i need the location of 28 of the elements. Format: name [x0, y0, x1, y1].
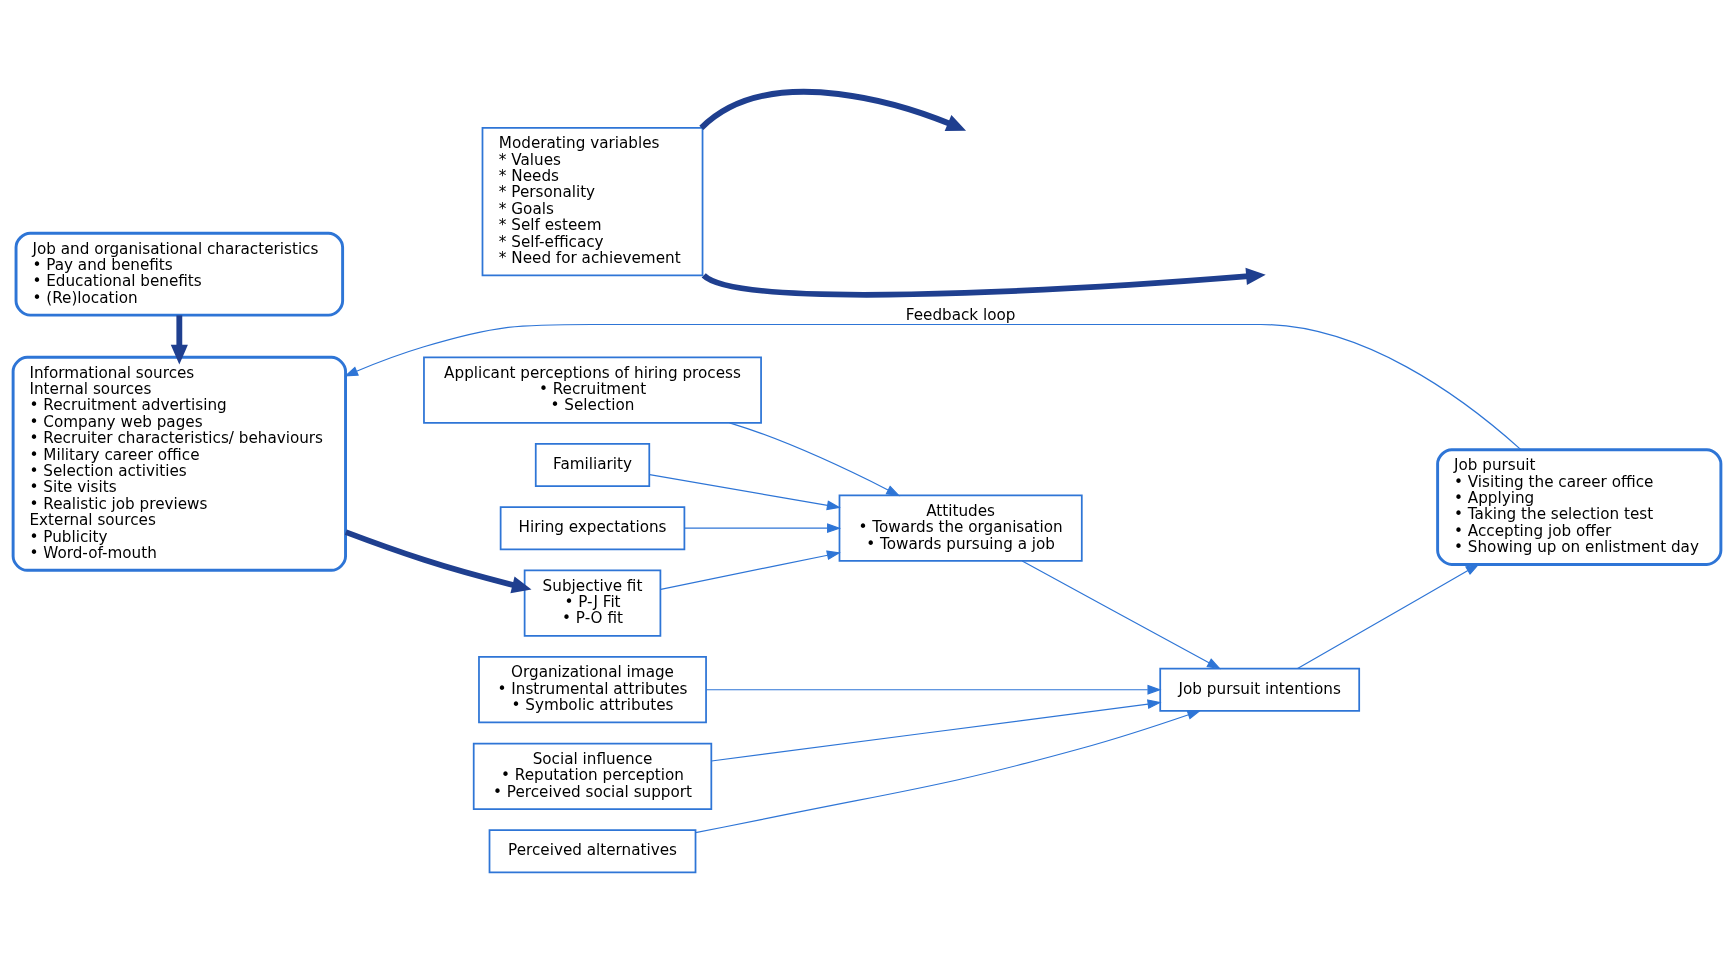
arrow	[660, 550, 841, 590]
arrow	[649, 474, 841, 511]
node-box: Applicant perceptions of hiring process • Recruitment • Selection	[423, 356, 762, 424]
node-box: Informational sources Internal sources • Recruitment advertising • Company web pages • Recruiter characteristics/ behaviours • Military career office • Selection activities • Site visits • Realistic job previews External sources • Publicity • Word-of-mouth	[11, 355, 347, 572]
node-box: Organizational image • Instrumental attributes • Symbolic attributes	[478, 656, 707, 724]
node-box: Job pursuit intentions	[1159, 667, 1361, 712]
node-box: Attitudes • Towards the organisation • Towards pursuing a job	[838, 494, 1083, 562]
node-box: Perceived alternatives	[488, 829, 697, 874]
arrow	[344, 529, 532, 594]
arrow	[729, 422, 901, 497]
arrow	[170, 315, 188, 365]
arrow	[699, 89, 967, 131]
node-box: Hiring expectations	[499, 506, 686, 551]
arrow	[1021, 560, 1222, 670]
arrow	[710, 699, 1162, 762]
arrow	[695, 710, 1202, 834]
node-box: Subjective fit • P-J Fit • P-O fit	[523, 569, 662, 637]
arrow	[344, 323, 1522, 450]
node-box: Job and organisational characteristics • Pay and benefits • Educational benefits • (Re)location	[14, 231, 345, 317]
node-box: Moderating variables * Values * Needs * Personality * Goals * Self esteem * Self-efficacy * Need for achievement	[481, 127, 704, 277]
node-box: Job pursuit • Visiting the career office • Applying • Taking the selection test • Accepting job offer • Showing up on enlistment day	[1436, 448, 1723, 566]
node-box: Social influence • Reputation perception • Perceived social support	[472, 742, 713, 810]
edge-label: Feedback loop	[905, 306, 1016, 325]
node-box: Familiarity	[534, 443, 651, 487]
arrow	[684, 523, 842, 534]
arrow	[702, 267, 1266, 298]
arrow	[1297, 563, 1480, 670]
arrow	[705, 684, 1162, 695]
